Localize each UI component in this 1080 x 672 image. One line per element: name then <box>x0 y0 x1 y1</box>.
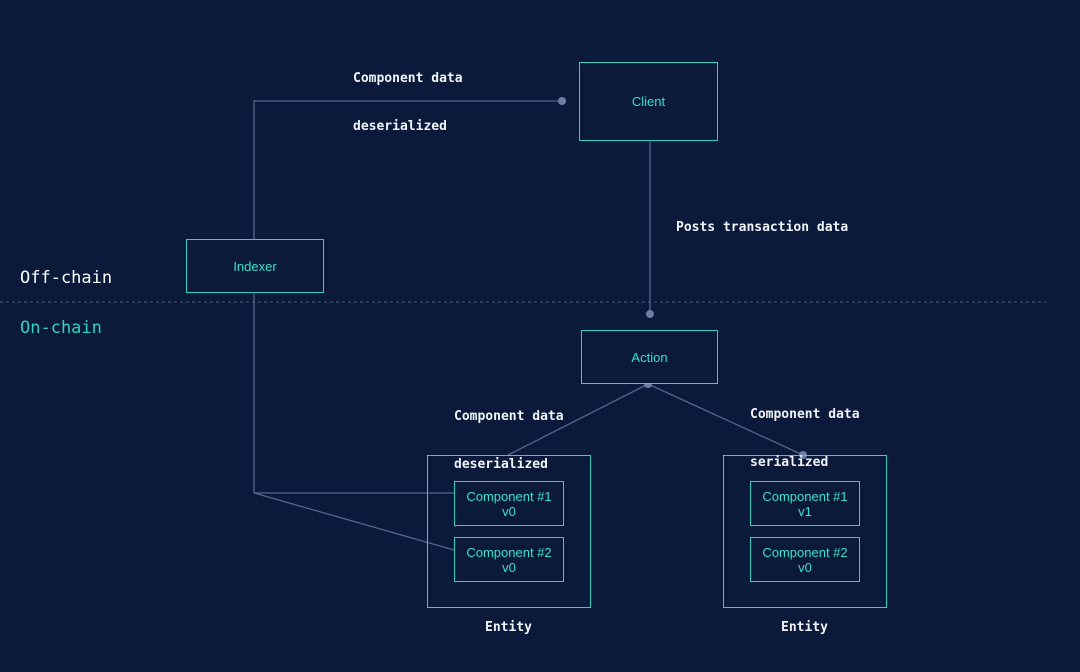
indexer-node: Indexer <box>186 239 324 293</box>
entity-right-component-2: Component #2 v0 <box>750 537 860 582</box>
action-node: Action <box>581 330 718 384</box>
entity-left-component-2: Component #2 v0 <box>454 537 564 582</box>
component-name: Component #1 <box>762 488 848 504</box>
zone-off-chain-label: Off-chain <box>20 268 113 288</box>
edge-label-client-action: Posts transaction data <box>676 220 849 235</box>
edge-indexer-client <box>253 100 562 239</box>
edge-indexer-component2 <box>253 492 455 551</box>
edge-label-indexer-client: Component data deserialized <box>353 39 463 167</box>
edge-action-entity-left <box>507 383 649 456</box>
edge-label-line: serialized <box>750 455 829 470</box>
component-name: Component #1 <box>466 488 552 504</box>
entity-right-label: Entity <box>781 620 828 635</box>
edge-label-action-entity-left: Component data deserialized <box>454 377 564 505</box>
zone-on-chain-label: On-chain <box>20 318 102 338</box>
component-version: v1 <box>798 503 812 519</box>
client-node: Client <box>579 62 718 141</box>
dot-action-input <box>646 310 654 318</box>
edge-label-line: Component data <box>353 71 463 86</box>
component-version: v0 <box>502 559 516 575</box>
component-name: Component #2 <box>466 544 552 560</box>
edge-label-action-entity-right: Component data serialized <box>750 375 860 503</box>
component-version: v0 <box>502 503 516 519</box>
edge-action-entity-right <box>647 383 804 456</box>
entity-left-component-1: Component #1 v0 <box>454 481 564 526</box>
component-name: Component #2 <box>762 544 848 560</box>
edge-label-line: deserialized <box>454 457 548 472</box>
dot-client-input <box>558 97 566 105</box>
entity-right-component-1: Component #1 v1 <box>750 481 860 526</box>
edge-label-line: Component data <box>454 409 564 424</box>
edge-label-line: Component data <box>750 407 860 422</box>
entity-left-label: Entity <box>485 620 532 635</box>
entity-right-container <box>723 455 887 608</box>
entity-left-container <box>427 455 591 608</box>
edge-label-line: deserialized <box>353 119 447 134</box>
component-version: v0 <box>798 559 812 575</box>
